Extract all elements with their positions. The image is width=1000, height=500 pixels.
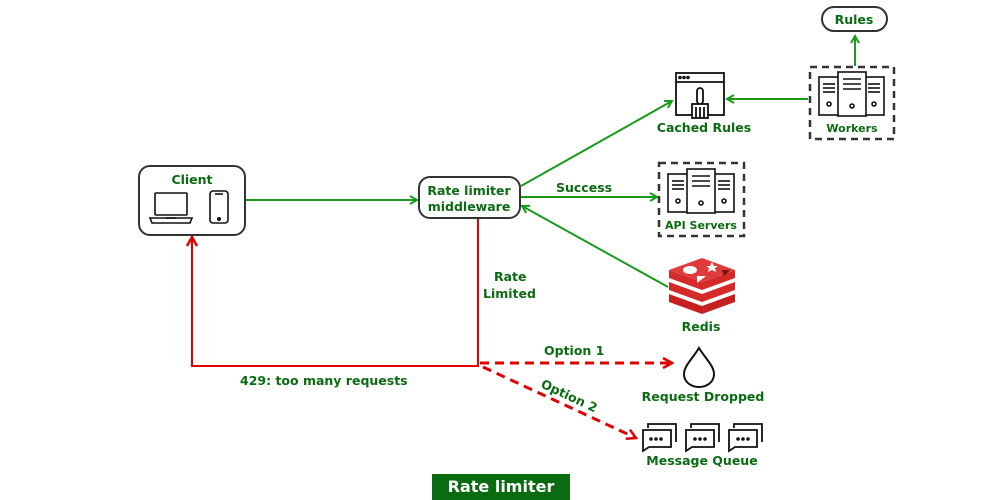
- laptop-icon: [148, 192, 194, 224]
- message-queue-node: Message Queue: [642, 423, 763, 468]
- too-many-requests-label: 429: too many requests: [240, 373, 408, 388]
- redis-label: Redis: [682, 319, 721, 334]
- option2-label: Option 2: [539, 376, 600, 415]
- cached-rules-label: Cached Rules: [657, 120, 751, 135]
- diagram-title: Rate limiter: [432, 474, 570, 500]
- request-dropped-label: Request Dropped: [642, 389, 765, 404]
- rules-node: Rules: [821, 6, 888, 32]
- middleware-label-line2: middleware: [428, 199, 511, 214]
- rules-label: Rules: [835, 12, 874, 27]
- server-rack-icon: [667, 168, 735, 214]
- middleware-label-line1: Rate limiter: [427, 183, 511, 198]
- message-queue-label: Message Queue: [646, 453, 757, 468]
- edge-rate-limited-to-client: [192, 219, 479, 367]
- browser-broom-icon: [675, 72, 725, 119]
- cached-rules-node: Cached Rules: [657, 72, 751, 135]
- redis-node: Redis: [669, 258, 735, 334]
- api-servers-node: API Servers: [657, 161, 746, 238]
- workers-label: Workers: [826, 122, 878, 135]
- client-node: Client: [138, 165, 246, 236]
- edge-middleware-to-cached-rules: [520, 101, 672, 187]
- smartphone-icon: [209, 190, 229, 224]
- rate-limiter-middleware-node: Rate limiter middleware: [418, 176, 521, 219]
- edge-option2-to-queue: [482, 365, 636, 438]
- option1-label: Option 1: [544, 343, 604, 358]
- drop-icon: [682, 346, 716, 389]
- workers-node: Workers: [808, 65, 896, 141]
- client-label: Client: [171, 172, 212, 187]
- chat-bubbles-icon: [642, 423, 763, 453]
- api-servers-label: API Servers: [665, 219, 737, 232]
- redis-logo-icon: [669, 258, 735, 314]
- edge-redis-to-middleware: [522, 206, 669, 288]
- rate-limited-label-line1: Rate: [494, 269, 527, 284]
- rate-limited-label-line2: Limited: [483, 286, 536, 301]
- success-label: Success: [556, 180, 612, 195]
- request-dropped-node: Request Dropped: [642, 346, 765, 404]
- server-rack-icon: [818, 71, 885, 117]
